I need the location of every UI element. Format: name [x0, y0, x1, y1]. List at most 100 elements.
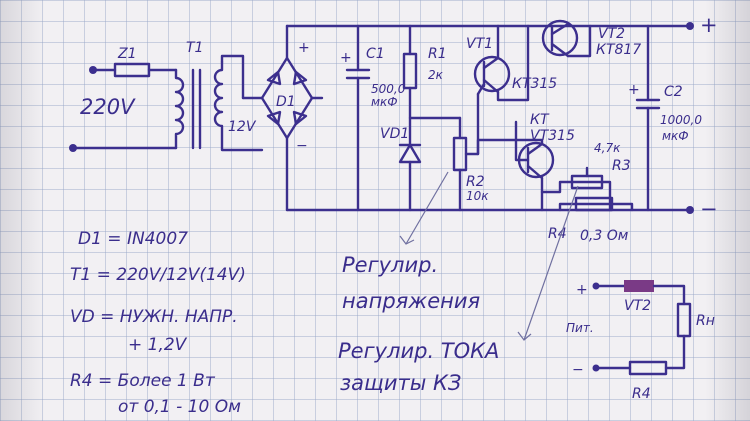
vt2-label: VT2 — [598, 26, 625, 42]
wire — [496, 24, 530, 102]
note-vd-line1: VD = НУЖН. НАПР. — [70, 307, 238, 327]
vt1-collector — [482, 56, 500, 70]
c1-label: C1 — [366, 46, 385, 62]
inset-minus-label: − — [572, 362, 584, 378]
wire — [664, 334, 686, 370]
vt2-collector — [550, 22, 570, 36]
inset-r4-label: R4 — [632, 386, 651, 402]
wire — [514, 120, 530, 162]
wire — [476, 138, 544, 156]
voltage-220-label: 220V — [80, 95, 136, 119]
v12-label: 12V — [228, 119, 257, 135]
c1-value: 500,0 — [371, 82, 406, 96]
bridge-diode — [292, 70, 308, 86]
wire — [566, 24, 592, 58]
capacitor-c1: + C1 500,0 мкФ — [340, 24, 406, 212]
r2-value: 10к — [466, 189, 489, 203]
t1-label: T1 — [186, 40, 203, 56]
zener-vd1 — [398, 143, 422, 164]
wire — [652, 284, 686, 306]
diode-bridge: D1 + − — [241, 24, 324, 212]
note-r4-line2: от 0,1 - 10 Ом — [118, 397, 241, 417]
c2-plus-label: + — [628, 82, 640, 98]
component-notes: D1 = IN4007 T1 = 220V/12V(14V) VD = НУЖН… — [70, 229, 499, 417]
wire — [476, 82, 486, 96]
arrow-current-adjust — [523, 185, 579, 341]
c2-value: 1000,0 — [660, 113, 702, 127]
resistor-r1 — [402, 52, 418, 90]
r2-body — [452, 136, 468, 172]
inset-r4 — [628, 360, 668, 376]
potentiometer-r2: R2 10к — [452, 92, 489, 212]
r1-label: R1 — [428, 46, 447, 62]
transformer-primary-coil — [174, 68, 185, 150]
r1-value: 2к — [428, 68, 444, 82]
c1-plus-label: + — [340, 50, 352, 66]
vt1-emitter — [482, 78, 500, 94]
annotation-arrows — [399, 171, 579, 341]
vt2-type-label: КТ817 — [596, 42, 641, 58]
r4-label: R4 — [548, 226, 567, 242]
bridge-diode — [266, 110, 282, 126]
note-vd-line2: + 1,2V — [128, 335, 188, 355]
wire — [540, 180, 612, 212]
note-reg-current-line1: Регулир. ТОКА — [338, 339, 499, 363]
d1-label: D1 — [276, 94, 296, 110]
output-plus-terminal — [686, 22, 694, 30]
r2-wiper — [464, 92, 480, 156]
r4-value: 0,3 Ом — [580, 228, 629, 244]
input-section: Z1 220V T1 12V — [69, 40, 264, 152]
output-minus-label: − — [700, 197, 718, 221]
vt1-body — [473, 55, 511, 93]
note-t1: T1 = 220V/12V(14V) — [70, 265, 246, 285]
c2-label: C2 — [664, 84, 683, 100]
transistor-vt2: VT2 КТ817 — [541, 19, 641, 58]
vt1-label: VT1 — [466, 36, 493, 52]
kt-label: КТ — [530, 112, 550, 128]
vd1-label: VD1 — [380, 126, 409, 142]
c2-unit: мкФ — [662, 129, 689, 143]
inset-rn-label: Rн — [696, 313, 715, 329]
output-terminals: + − — [686, 13, 718, 221]
vt2-emitter — [550, 42, 570, 58]
vt1-type-label: КТ315 — [512, 76, 557, 92]
capacitor-c2: + C2 1000,0 мкФ — [628, 24, 702, 212]
inset-load-resistor — [676, 302, 692, 338]
vt2-body — [541, 19, 579, 57]
note-reg-current-line2: защиты КЗ — [340, 371, 461, 395]
vt3-collector — [526, 142, 544, 156]
bridge-diode — [266, 70, 282, 86]
resistor-r4 — [574, 196, 614, 212]
arrowhead — [399, 235, 415, 245]
r2-label: R2 — [466, 174, 485, 190]
output-minus-terminal — [686, 206, 694, 214]
arrow-voltage-adjust — [405, 171, 449, 245]
transformer-secondary-coil — [213, 60, 264, 152]
bridge-diode — [292, 110, 308, 126]
inset-vt2 — [624, 280, 654, 292]
bridge-minus-label: − — [296, 138, 308, 154]
inset-schematic: + − Пит. VT2 Rн R4 — [566, 280, 715, 402]
inset-plus-label: + — [576, 282, 588, 298]
vt315-label: VT315 — [530, 128, 575, 144]
vt3-emitter — [526, 164, 544, 180]
r3-label: R3 — [612, 158, 631, 174]
bridge-plus-label: + — [298, 40, 310, 56]
transistor-vt3: КТ VT315 — [476, 112, 575, 212]
note-d1: D1 = IN4007 — [78, 229, 188, 249]
arrowhead — [517, 331, 532, 341]
wire — [220, 54, 245, 100]
note-reg-voltage-line1: Регулир. — [342, 253, 438, 277]
note-r4-line1: R4 = Более 1 Вт — [70, 371, 216, 391]
transistor-vt1: VT1 КТ315 — [466, 24, 557, 102]
resistor-r1-zener-vd1: R1 2к VD1 — [380, 24, 462, 212]
wire — [558, 202, 634, 212]
inset-vt2-label: VT2 — [624, 298, 651, 314]
c1-unit: мкФ — [371, 95, 398, 109]
output-plus-label: + — [700, 13, 718, 37]
inset-pit-label: Пит. — [566, 321, 594, 335]
note-reg-voltage-line2: напряжения — [342, 289, 480, 313]
resistors-r3-r4: 4,7к R3 R4 0,3 Ом — [540, 141, 634, 244]
